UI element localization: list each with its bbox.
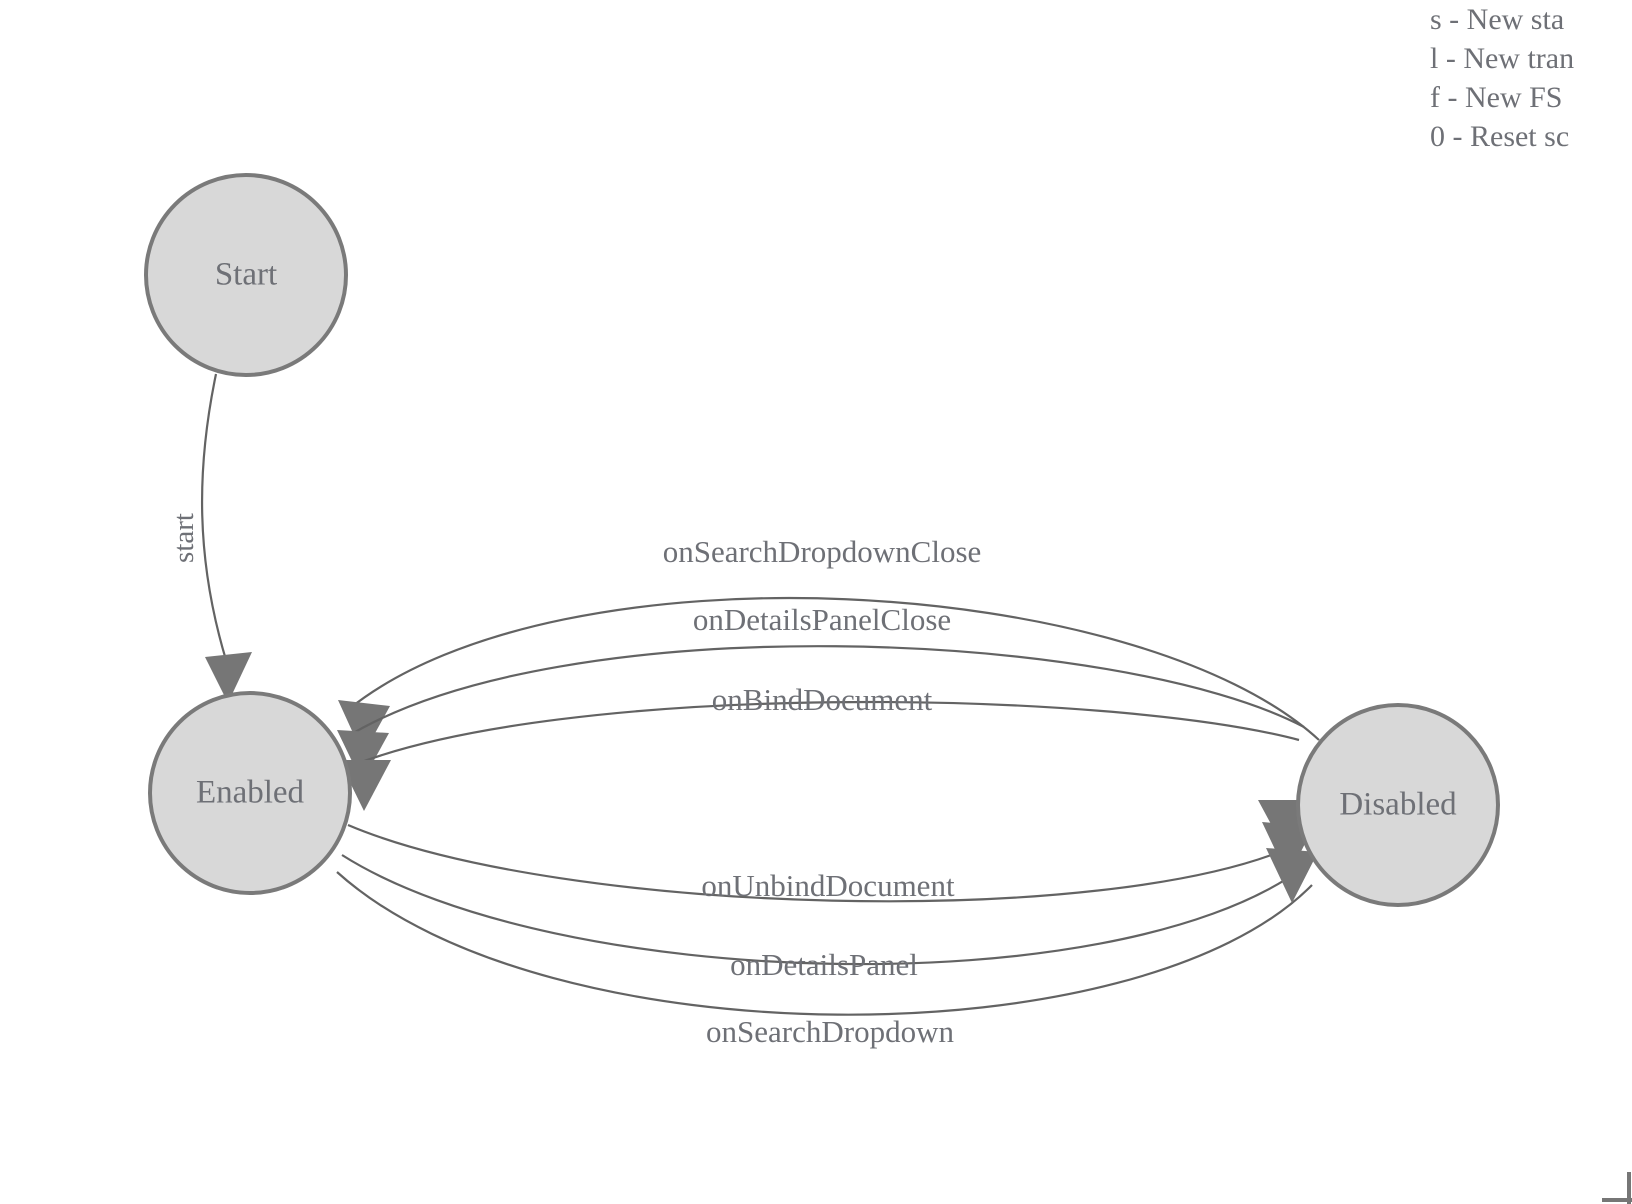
- transition-path[interactable]: [341, 854, 1301, 966]
- transition-start-to-enabled[interactable]: [200, 373, 252, 703]
- transition-label-onsearchdropdown: onSearchDropdown: [706, 1014, 954, 1049]
- state-circle[interactable]: [1296, 703, 1500, 907]
- transition-label-ondetailspanelclose: onDetailsPanelClose: [693, 602, 951, 637]
- transition-path[interactable]: [347, 823, 1297, 903]
- state-node-disabled[interactable]: Disabled: [1296, 703, 1500, 907]
- transition-label-ondetailspanel: onDetailsPanel: [730, 947, 918, 982]
- transition-label-onbinddocument: onBindDocument: [712, 682, 933, 717]
- state-node-enabled[interactable]: Enabled: [148, 691, 352, 895]
- transition-path[interactable]: [336, 871, 1313, 1016]
- corner-bracket-vertical: [1627, 1172, 1631, 1204]
- canvas-corner-bracket[interactable]: [1600, 1172, 1632, 1204]
- transition-disabled-to-enabled-ondetailspanelclose[interactable]: [337, 645, 1305, 782]
- arrow-head-icon: [337, 730, 389, 782]
- transition-label-onsearchdropdownclose: onSearchDropdownClose: [663, 534, 982, 569]
- corner-bracket-horizontal: [1602, 1198, 1632, 1202]
- state-circle[interactable]: [148, 691, 352, 895]
- transition-path[interactable]: [344, 645, 1305, 739]
- transition-path[interactable]: [348, 596, 1320, 741]
- transition-enabled-to-disabled-onsearchdropdown[interactable]: [336, 848, 1318, 1016]
- arrow-head-icon: [205, 652, 252, 703]
- transition-path[interactable]: [345, 700, 1300, 770]
- transition-label-onunbinddocument: onUnbindDocument: [701, 868, 955, 903]
- transition-path[interactable]: [200, 373, 228, 661]
- arrow-head-icon: [339, 760, 391, 811]
- state-node-start[interactable]: Start: [144, 173, 348, 377]
- state-circle[interactable]: [144, 173, 348, 377]
- state-label: Enabled: [196, 775, 305, 811]
- transition-disabled-to-enabled-onbinddocument[interactable]: [339, 700, 1300, 811]
- transition-label-start: start: [168, 513, 200, 563]
- state-label: Start: [215, 257, 277, 293]
- state-label: Disabled: [1339, 787, 1457, 823]
- arrow-head-icon: [1266, 848, 1318, 903]
